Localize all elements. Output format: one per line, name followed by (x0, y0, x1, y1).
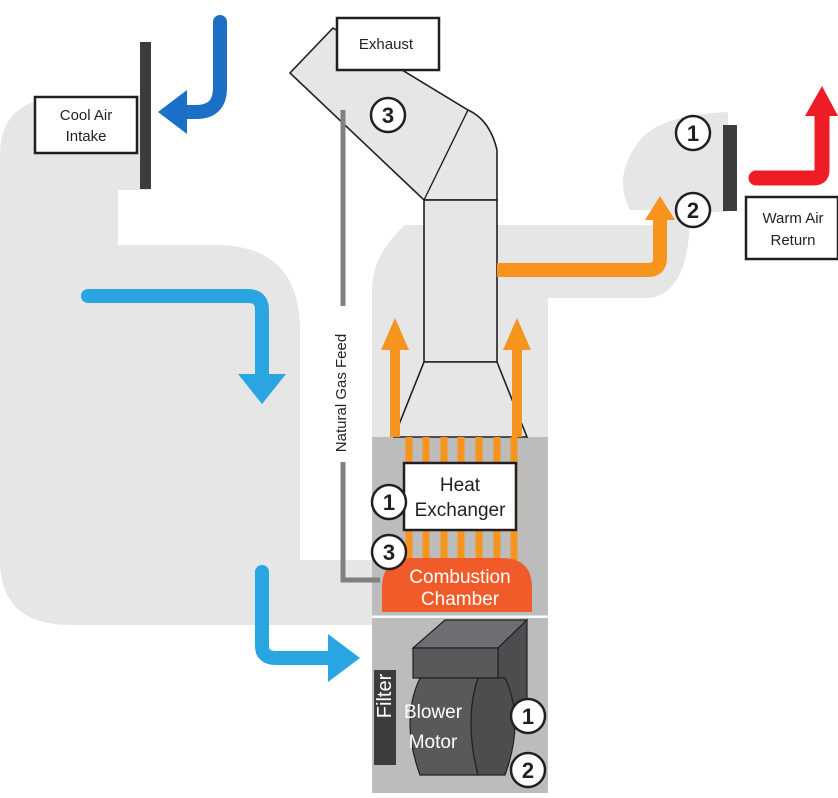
natural-gas-feed-line: Natural Gas Feed (333, 110, 380, 583)
heat-exchanger-box: Heat Exchanger (402, 461, 518, 532)
heat-exchanger-label-2: Exchanger (415, 500, 507, 521)
marker-combustion: 3 (370, 533, 408, 571)
warm-air-return-box: Warm Air Return (744, 195, 838, 261)
svg-text:1: 1 (383, 490, 395, 515)
supply-air-arrow (497, 216, 667, 277)
cool-air-intake-label-2: Intake (66, 128, 107, 145)
exhaust-label: Exhaust (359, 36, 414, 53)
svg-text:1: 1 (522, 704, 534, 729)
warm-air-return-label-1: Warm Air (762, 210, 823, 227)
combustion-chamber: Combustion Chamber (382, 558, 532, 612)
svg-text:2: 2 (687, 198, 699, 223)
marker-blower-2: 2 (509, 751, 547, 789)
cool-air-intake-box: Cool Air Intake (33, 95, 139, 155)
exhaust-box: Exhaust (335, 16, 441, 72)
svg-text:2: 2 (522, 758, 534, 783)
marker-exhaust: 3 (369, 96, 407, 134)
ductwork (0, 95, 728, 625)
svg-text:3: 3 (383, 540, 395, 565)
filter: Filter (374, 670, 396, 765)
intake-duct (0, 95, 372, 625)
marker-return-1: 1 (674, 114, 712, 152)
blower-motor-label-2: Motor (409, 732, 458, 753)
heat-exchanger-label-1: Heat (440, 475, 481, 496)
blower-motor: Blower Motor (404, 618, 529, 776)
cool-air-intake-label-1: Cool Air (60, 107, 113, 124)
return-air-arrow-right (255, 565, 339, 665)
blower-motor-label-1: Blower (404, 702, 463, 723)
combustion-chamber-label-2: Chamber (421, 589, 500, 610)
marker-heat-exchanger: 1 (370, 483, 408, 521)
intake-vent (140, 42, 151, 189)
warm-air-out-arrow (748, 86, 838, 186)
marker-blower-1: 1 (509, 697, 547, 735)
return-vent (723, 125, 737, 211)
marker-return-2: 2 (674, 191, 712, 229)
filter-label: Filter (374, 673, 396, 718)
cool-air-flow (81, 15, 360, 682)
svg-text:3: 3 (382, 103, 394, 128)
warm-air-return-label-2: Return (770, 232, 815, 249)
return-air-arrow-down (81, 289, 269, 385)
combustion-chamber-label-1: Combustion (409, 567, 510, 588)
svg-text:1: 1 (687, 121, 699, 146)
intake-arrow (177, 15, 227, 119)
natural-gas-feed-label: Natural Gas Feed (333, 334, 350, 452)
